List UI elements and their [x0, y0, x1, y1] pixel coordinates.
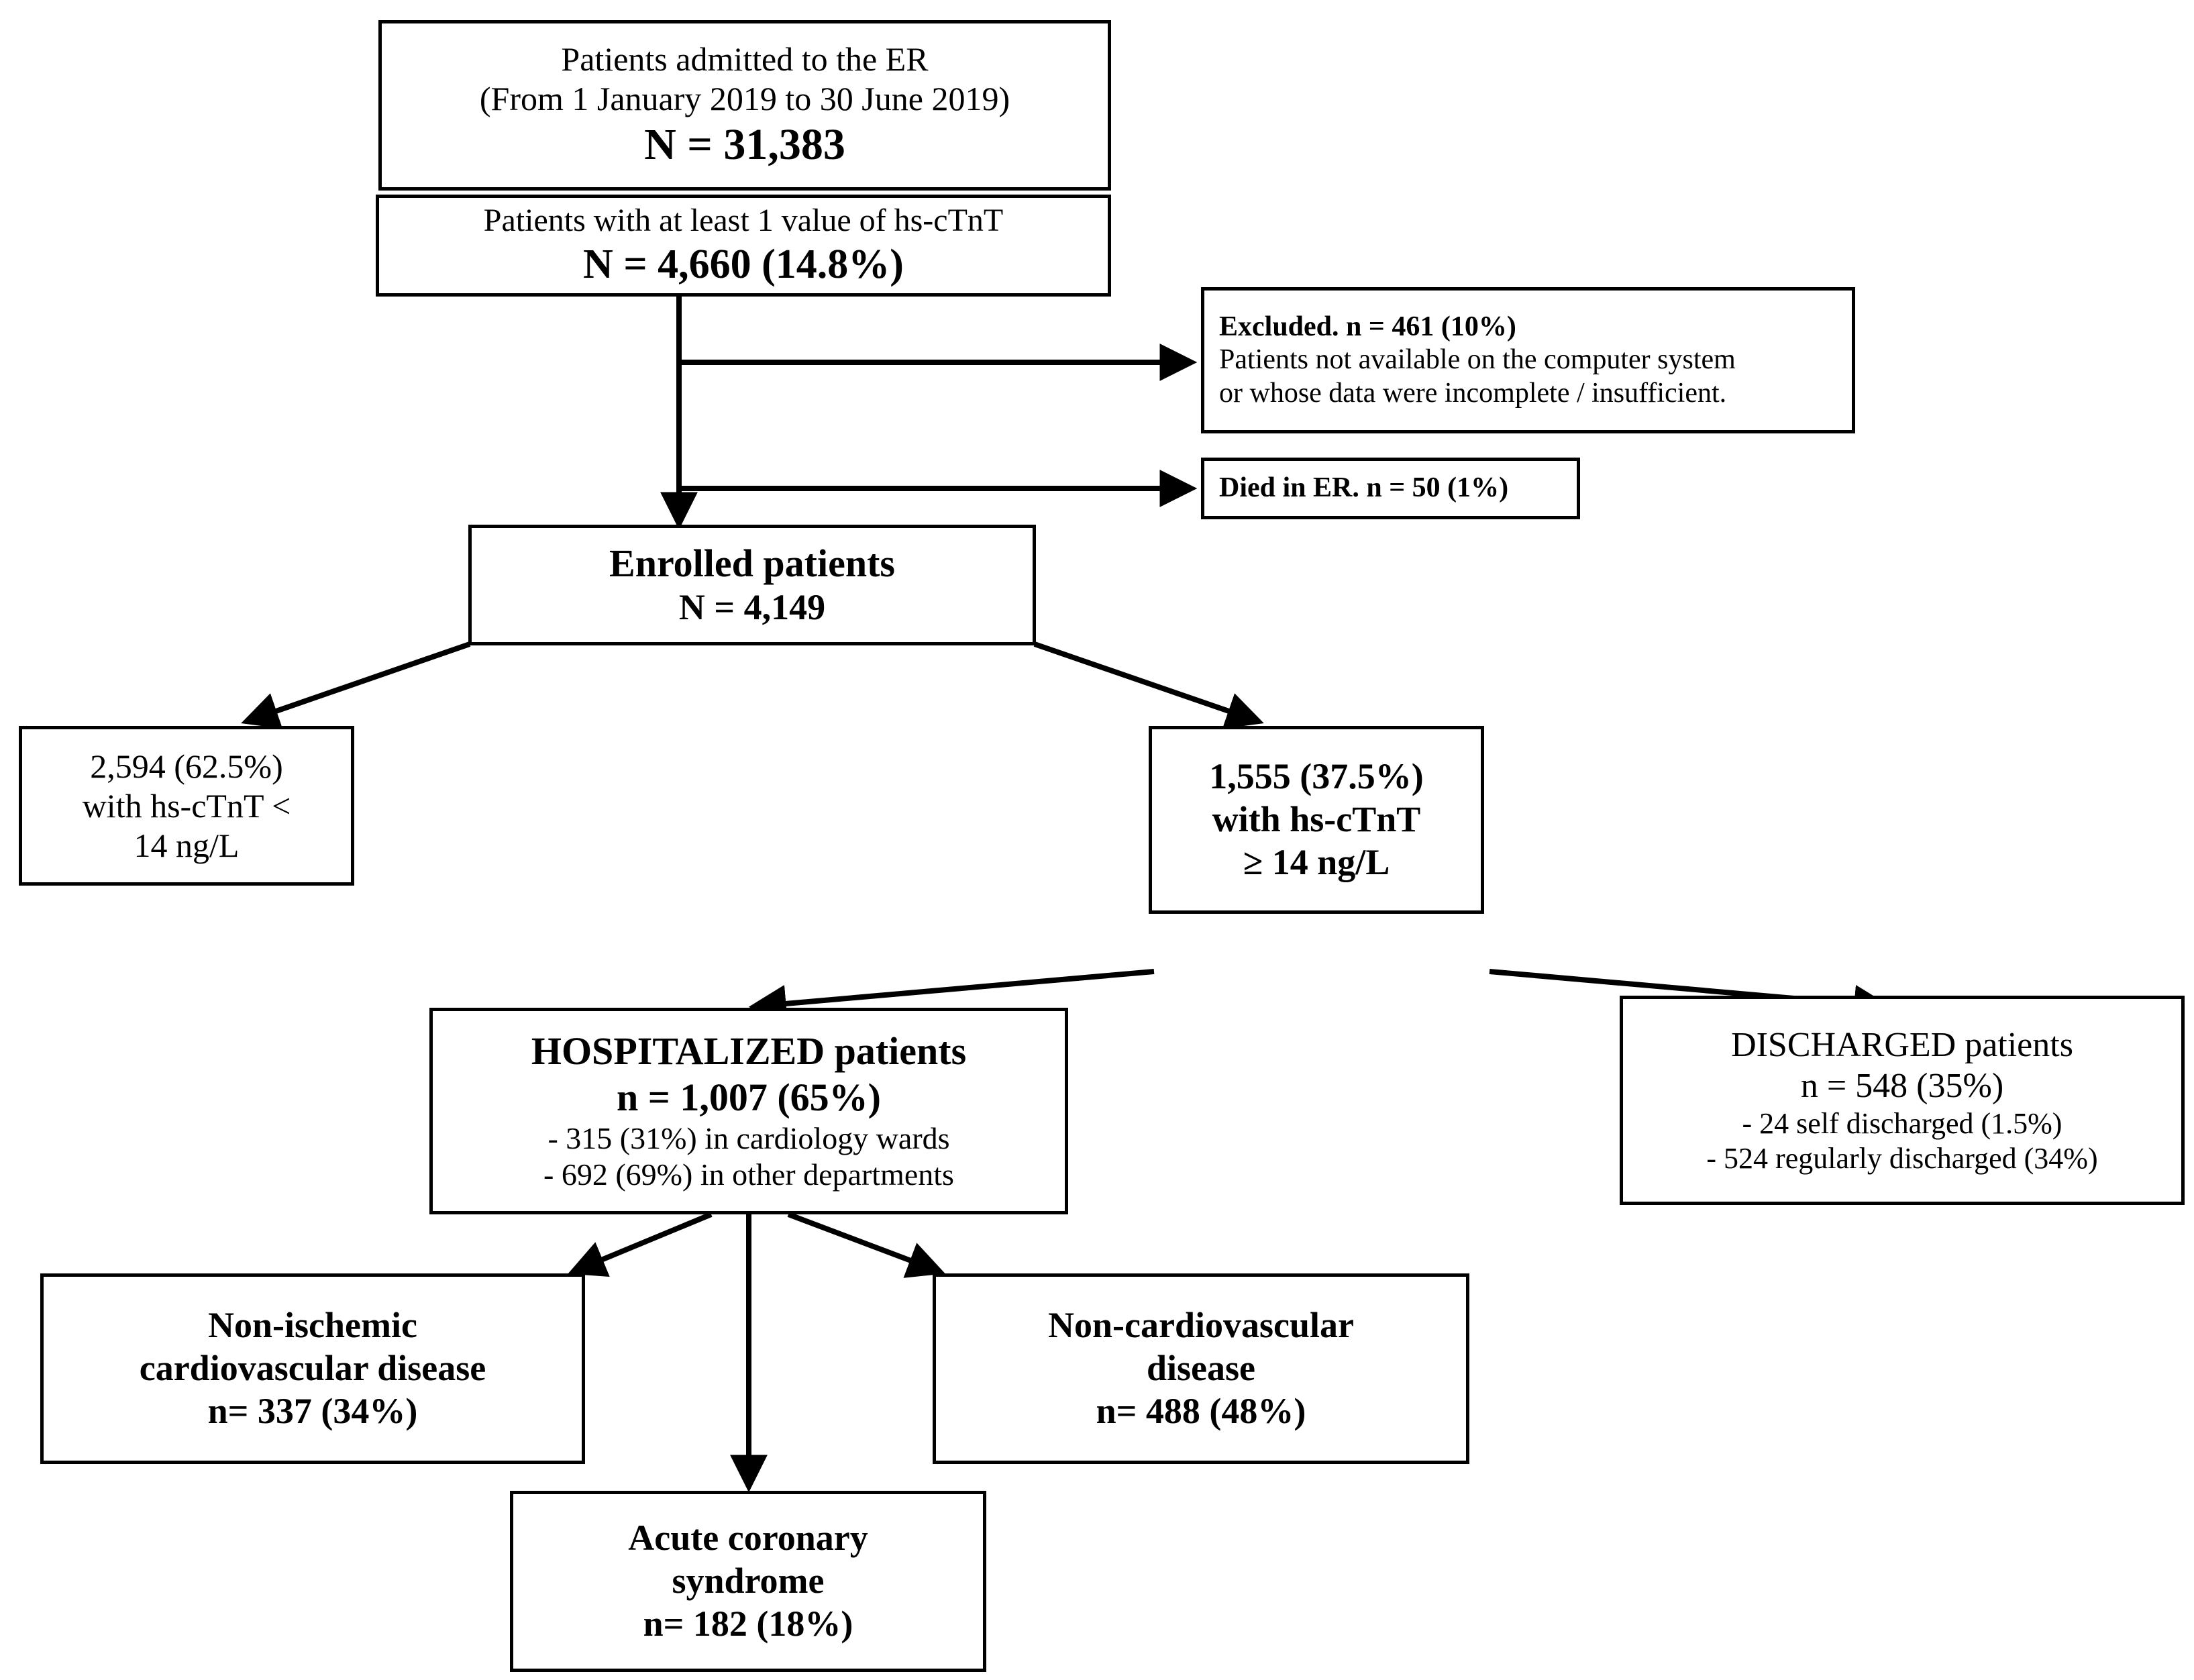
node-non-ischemic-count: n= 337 (34%) [207, 1390, 418, 1431]
node-died-er-count: Died in ER. n = 50 (1%) [1219, 472, 1509, 504]
node-hospitalized-patients[interactable]: HOSPITALIZED patients n = 1,007 (65%) - … [429, 1008, 1068, 1214]
node-high-troponin-count: 1,555 (37.5%) [1209, 756, 1424, 797]
node-low-troponin-line2: with hs-cTnT < [82, 786, 291, 825]
node-enrolled-title: Enrolled patients [609, 541, 895, 585]
node-excluded-line3: or whose data were incomplete / insuffic… [1219, 377, 1727, 409]
node-discharged-title: DISCHARGED patients [1731, 1025, 2073, 1064]
edge-hospitalized-to-non-ischemic [568, 1212, 713, 1277]
node-excluded-count: Excluded. n = 461 (10%) [1219, 311, 1516, 342]
node-high-troponin[interactable]: 1,555 (37.5%) with hs-cTnT ≥ 14 ng/L [1149, 726, 1484, 914]
node-low-troponin-count: 2,594 (62.5%) [90, 747, 283, 785]
node-hospitalized-title: HOSPITALIZED patients [531, 1029, 967, 1073]
node-admitted-count: N = 31,383 [644, 120, 845, 170]
node-non-cardiovascular-line1: Non-cardiovascular [1048, 1305, 1354, 1346]
node-acute-coronary-syndrome[interactable]: Acute coronary syndrome n= 182 (18%) [510, 1491, 986, 1672]
node-hospitalized-detail-cardiology: - 315 (31%) in cardiology wards [547, 1121, 950, 1156]
node-enrolled-count: N = 4,149 [678, 587, 826, 628]
node-admitted-line2: (From 1 January 2019 to 30 June 2019) [479, 80, 1010, 118]
node-acute-coronary-line2: syndrome [672, 1561, 825, 1602]
node-enrolled-patients[interactable]: Enrolled patients N = 4,149 [468, 525, 1036, 645]
node-acute-coronary-line1: Acute coronary [628, 1518, 868, 1559]
edge-enrolled-to-low-troponin [241, 641, 471, 729]
node-with-hsctnt-line1: Patients with at least 1 value of hs-cTn… [483, 203, 1004, 239]
node-low-troponin[interactable]: 2,594 (62.5%) with hs-cTnT < 14 ng/L [19, 726, 354, 886]
node-died-in-er[interactable]: Died in ER. n = 50 (1%) [1201, 458, 1580, 519]
node-excluded-line2: Patients not available on the computer s… [1219, 344, 1736, 376]
node-non-cardiovascular-line2: disease [1147, 1348, 1255, 1389]
node-discharged-detail-regular: - 524 regularly discharged (34%) [1706, 1142, 2098, 1175]
node-discharged-count: n = 548 (35%) [1800, 1067, 2004, 1106]
node-admitted-line1: Patients admitted to the ER [561, 40, 929, 78]
node-non-ischemic-line2: cardiovascular disease [139, 1348, 486, 1389]
node-high-troponin-line2: with hs-cTnT [1212, 799, 1421, 840]
node-discharged-detail-self: - 24 self discharged (1.5%) [1742, 1107, 2062, 1141]
edge-enrolled-to-high-troponin [1033, 641, 1264, 729]
node-hospitalized-detail-other: - 692 (69%) in other departments [543, 1157, 954, 1192]
edge-hospitalized-to-non-cardiovascular [787, 1212, 945, 1278]
node-acute-coronary-count: n= 182 (18%) [643, 1603, 853, 1644]
edge-high-troponin-to-hospitalized [748, 969, 1155, 1022]
node-with-hsctnt-count: N = 4,660 (14.8%) [583, 241, 904, 287]
node-patients-admitted[interactable]: Patients admitted to the ER (From 1 Janu… [378, 20, 1111, 191]
node-non-cardiovascular-count: n= 488 (48%) [1096, 1390, 1306, 1431]
node-non-ischemic-cardiovascular-disease[interactable]: Non-ischemic cardiovascular disease n= 3… [40, 1273, 585, 1464]
node-non-ischemic-line1: Non-ischemic [208, 1305, 417, 1346]
node-excluded[interactable]: Excluded. n = 461 (10%) Patients not ava… [1201, 287, 1855, 433]
node-hospitalized-count: n = 1,007 (65%) [617, 1075, 881, 1119]
node-patients-with-hsctnt[interactable]: Patients with at least 1 value of hs-cTn… [376, 195, 1111, 297]
node-discharged-patients[interactable]: DISCHARGED patients n = 548 (35%) - 24 s… [1620, 996, 2185, 1205]
node-high-troponin-line3: ≥ 14 ng/L [1243, 841, 1390, 882]
node-low-troponin-line3: 14 ng/L [134, 826, 240, 864]
node-non-cardiovascular-disease[interactable]: Non-cardiovascular disease n= 488 (48%) [933, 1273, 1469, 1464]
